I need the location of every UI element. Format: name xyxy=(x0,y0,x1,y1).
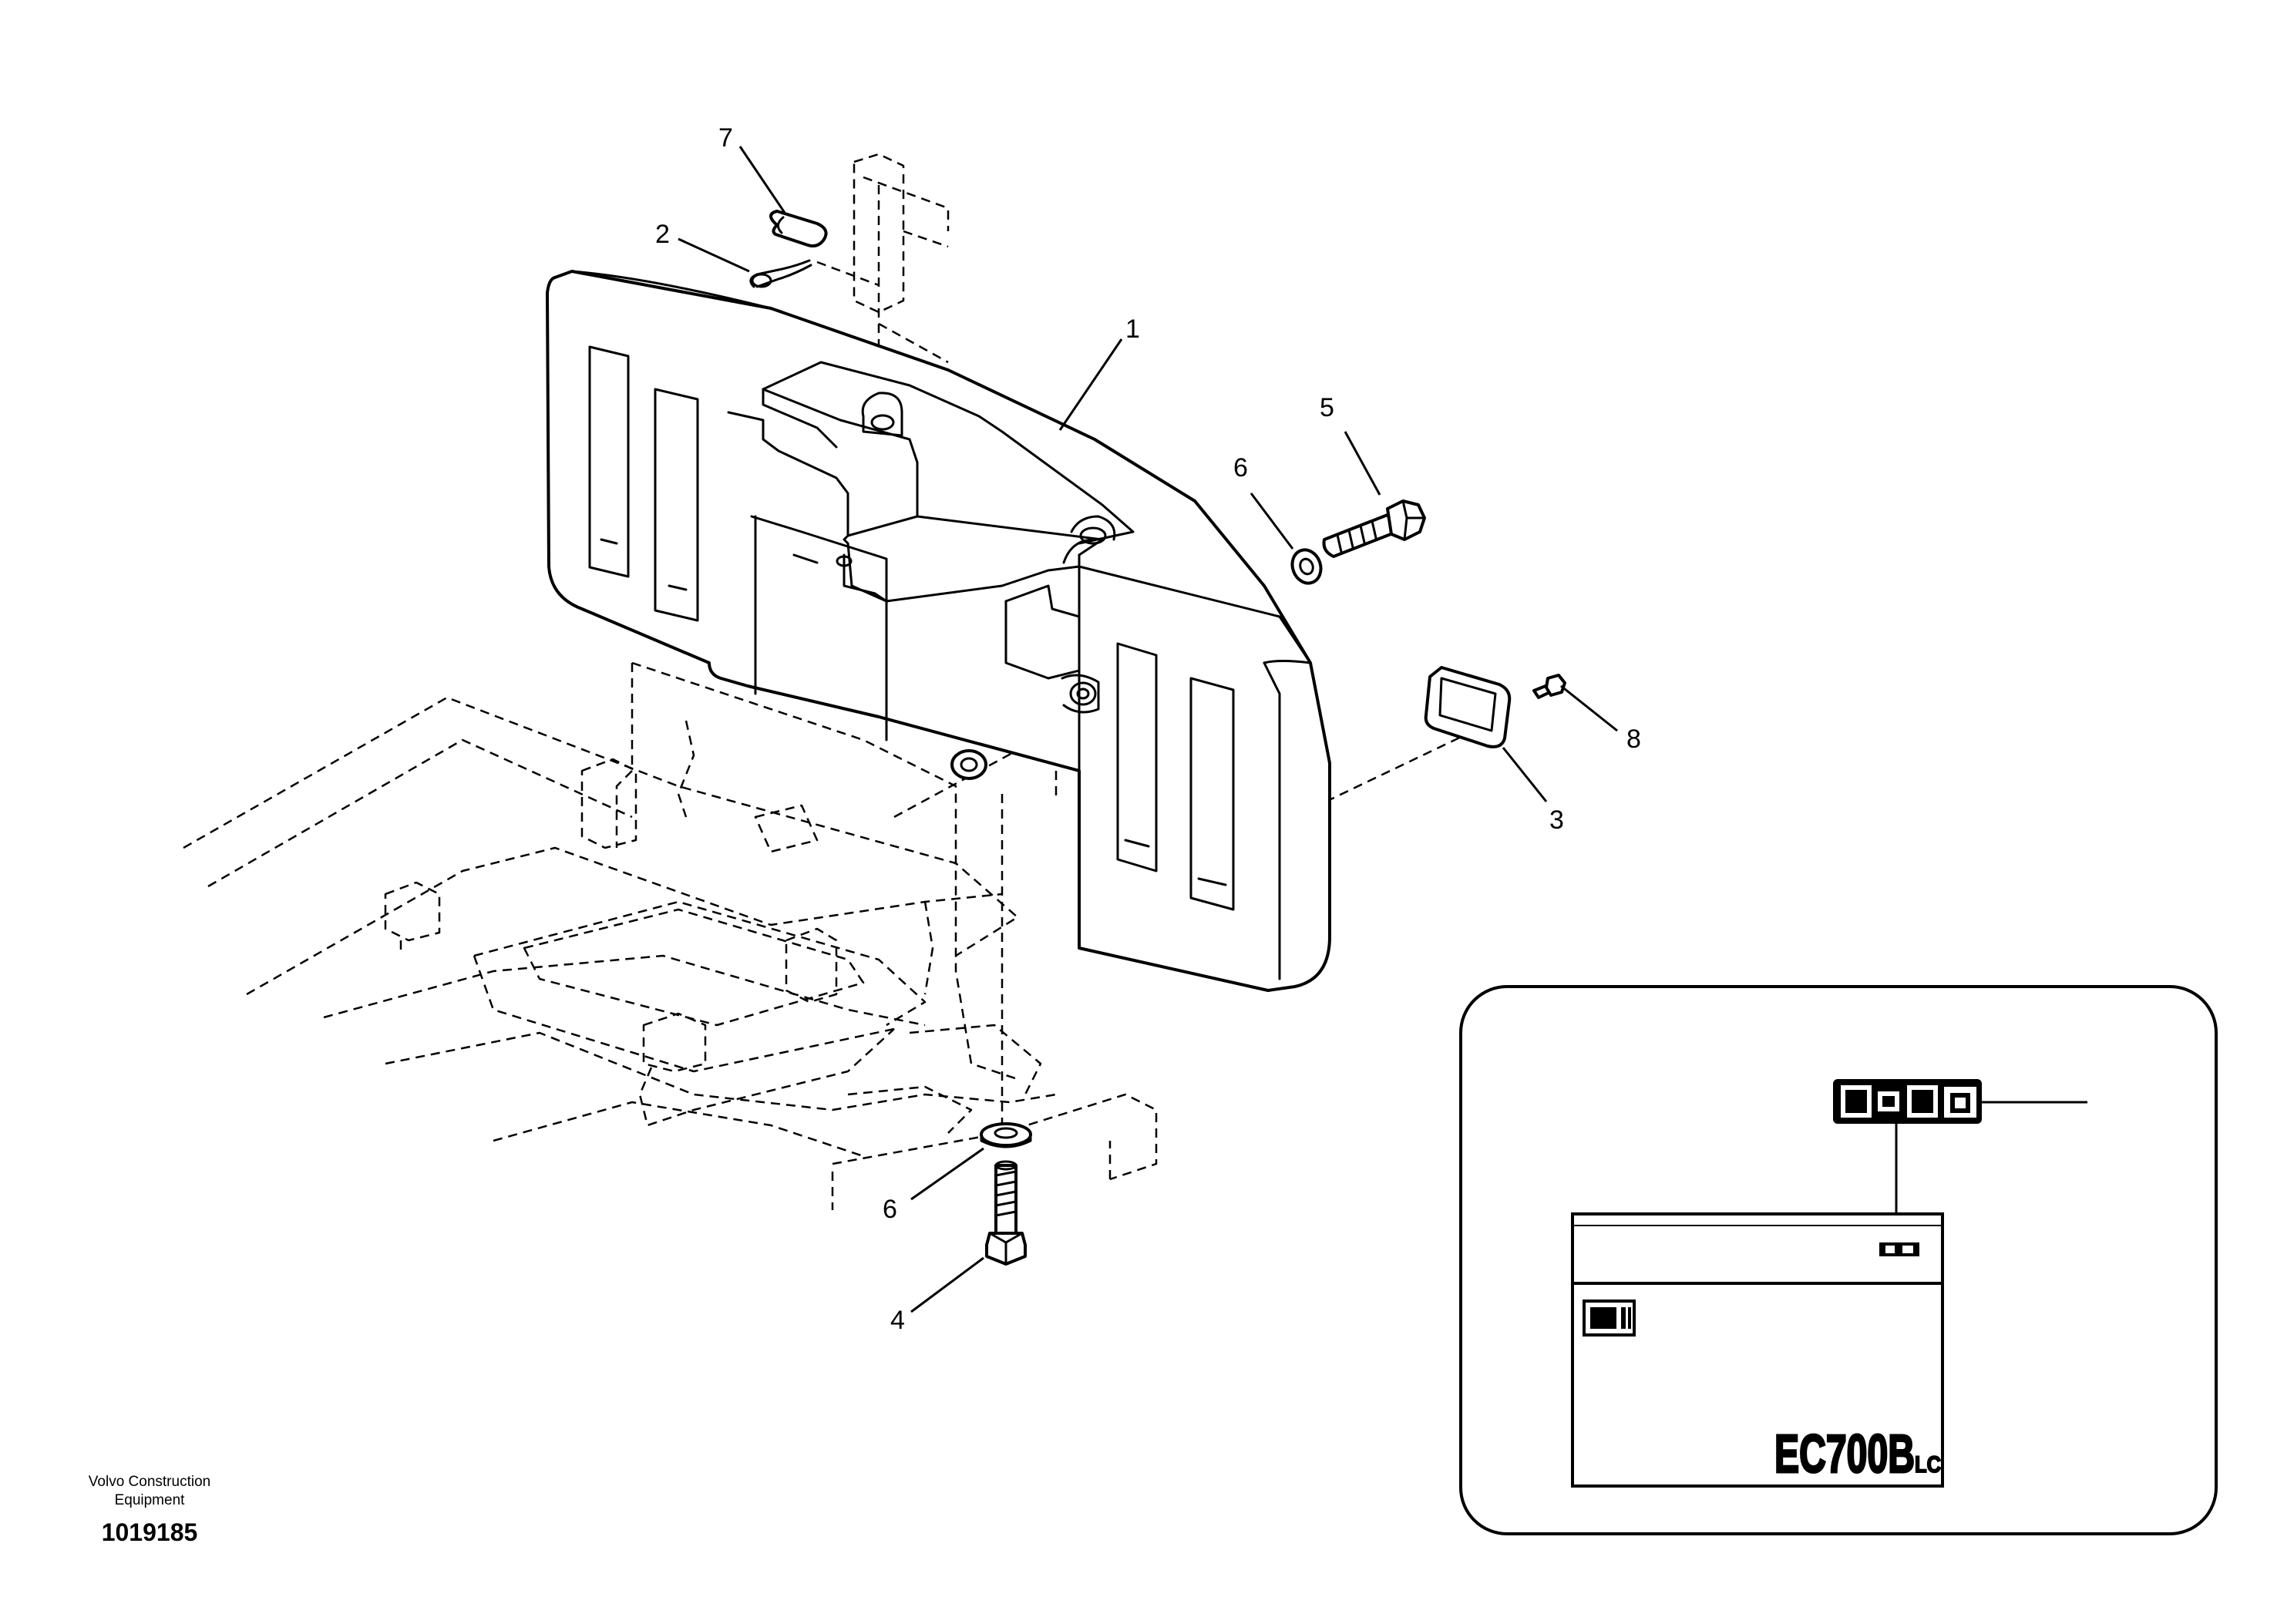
drawing-number: 1019185 xyxy=(101,1518,198,1546)
machine-side-panel: EC700B LC xyxy=(1571,1212,1944,1488)
callout-1: 1 xyxy=(1125,314,1140,344)
callout-2: 2 xyxy=(655,220,670,249)
pin-part-7 xyxy=(769,210,828,248)
washer-part-6-underside xyxy=(950,749,987,780)
machine-frame xyxy=(183,153,1504,1210)
leader-lines xyxy=(678,146,1618,1313)
callout-numbers: 7 2 1 5 6 8 3 6 4 9 xyxy=(655,123,2121,1335)
bolt-part-4 xyxy=(985,1160,1027,1266)
clip-part-2 xyxy=(749,259,812,288)
callout-3: 3 xyxy=(1549,805,1564,835)
screw-part-8 xyxy=(1532,674,1566,699)
brand-label: Volvo Construction Equipment xyxy=(88,1474,211,1508)
callout-7: 7 xyxy=(718,123,733,153)
decal-part-9 xyxy=(1833,1079,1982,1124)
washer-part-6-upper xyxy=(1290,548,1323,585)
bolt-part-5 xyxy=(1322,499,1426,558)
model-plate: EC700B xyxy=(1774,1424,1915,1484)
callout-5: 5 xyxy=(1320,393,1334,422)
counterweight-part-1 xyxy=(546,270,1331,992)
callout-6-lower: 6 xyxy=(883,1195,897,1224)
callout-6-upper: 6 xyxy=(1233,453,1248,482)
callout-4: 4 xyxy=(890,1306,905,1335)
cover-plate-part-3 xyxy=(1424,666,1512,748)
callout-8: 8 xyxy=(1626,725,1641,754)
washer-part-6-lower xyxy=(980,1122,1032,1148)
inset-detail-panel: EC700B LC xyxy=(1459,985,2218,1535)
model-suffix: LC xyxy=(1915,1452,1941,1478)
